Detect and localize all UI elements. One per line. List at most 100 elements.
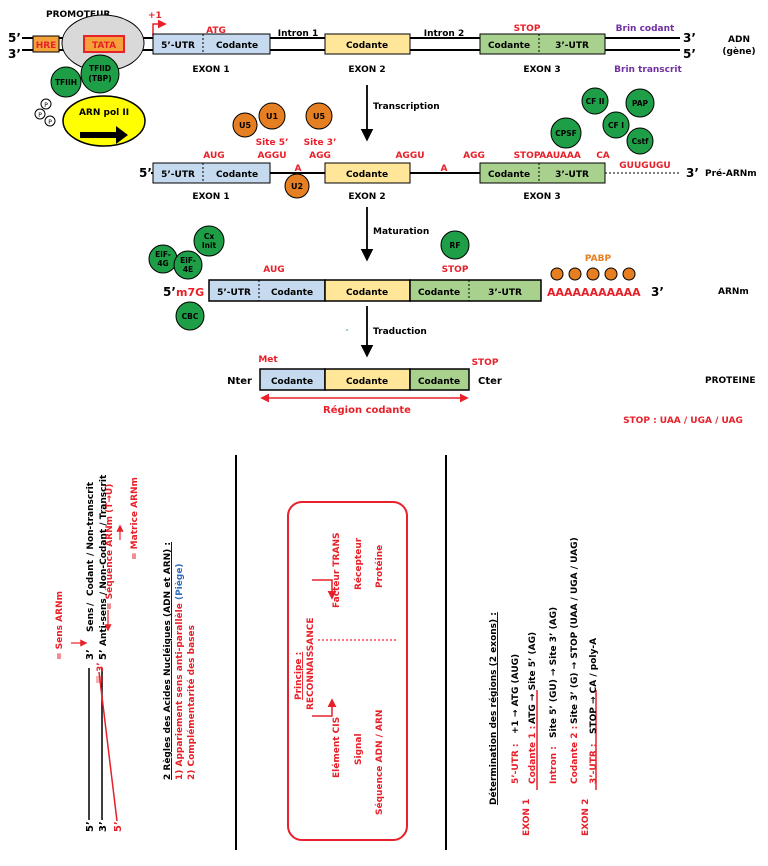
phosphate-1 <box>40 98 52 110</box>
brin-transcrit-label: Brin transcrit <box>614 65 682 75</box>
pre-a1: A <box>295 164 302 174</box>
dna-exon3 <box>479 33 606 55</box>
pre-a2: A <box>441 164 448 174</box>
pre-exon3-codante: Codante <box>488 170 530 180</box>
cstf-circle <box>626 127 654 155</box>
region-codante-label: Région codante <box>323 404 411 416</box>
snrnp-u2-label: U2 <box>291 182 303 191</box>
mrna-three-end: 3’ <box>96 662 106 672</box>
prot-part2-label: Codante <box>346 377 388 387</box>
sens-label: Sens <box>86 608 96 632</box>
promoteur-label: PROMOTEUR <box>46 10 110 20</box>
r3-key: Intron : <box>549 746 559 784</box>
mrna-exon3 <box>409 279 542 302</box>
r2-key: Codante 1 : <box>528 726 538 784</box>
tbp-label: (TBP) <box>88 74 111 83</box>
dna-exon1 <box>152 33 271 55</box>
pre-exon3-label: EXON 3 <box>523 192 560 202</box>
cbc-label: CBC <box>182 312 199 321</box>
snrnp-u1-label: U1 <box>266 112 278 121</box>
prot-part3 <box>409 368 470 391</box>
pre-aauaaa: AAUAAA <box>539 151 581 161</box>
pre-guugugu: GUUGUGU <box>619 161 670 171</box>
snrnp-u5b-circle <box>305 102 333 130</box>
tata-label: TATA <box>92 41 116 51</box>
mrna-aug: AUG <box>263 265 284 275</box>
panel-recognition: Principe : RECONNAISSANCE Facteur TRANS … <box>287 501 408 841</box>
phosphate-2 <box>34 108 46 120</box>
matrice-note: = Matrice ARNm <box>130 477 140 560</box>
dna-exon3-codante: Codante <box>488 41 530 51</box>
strand-bottom-three: 3’ <box>98 821 109 832</box>
eif4e-label-a: EiF- <box>180 256 196 265</box>
exon2-group-label: EXON 2 <box>581 799 591 836</box>
panel-strands-rules: = Sens ARNm = Séquence ARNm (T→U) = Matr… <box>55 474 197 832</box>
dna-exon1-codante: Codante <box>216 41 258 51</box>
proteine-label: PROTEINE <box>705 376 756 386</box>
protein-section: Met STOP Nter Codante Codante Codante Ct… <box>227 355 755 426</box>
phosphate-3-label: P <box>48 119 52 126</box>
dna-five-top: 5’ <box>8 31 21 45</box>
dna-exon1-utr: 5’-UTR <box>161 41 195 51</box>
r1-value: +1 → ATG (AUG) <box>511 654 521 734</box>
pre-exon2-label: EXON 2 <box>348 192 385 202</box>
hre-label: HRE <box>36 41 57 51</box>
traduction-label: Traduction <box>373 327 427 337</box>
mrna-three: 3’ <box>651 285 664 299</box>
recepteur-label: Récepteur <box>353 537 364 590</box>
eif4g-label-a: EiF- <box>155 250 171 259</box>
pre-exon3 <box>479 162 606 184</box>
transcription-label: Transcription <box>373 102 440 112</box>
dna-exon3-utr: 3’-UTR <box>555 41 589 51</box>
reco-arrow-down-icon <box>312 698 337 717</box>
dna-stop-label: STOP <box>514 24 541 34</box>
dna-five-bottom: 5’ <box>683 47 696 61</box>
r4-key: Codante 2 : <box>570 726 580 784</box>
met-label: Met <box>258 355 278 365</box>
pabp-4 <box>604 267 618 281</box>
pol-direction-arrow-icon <box>80 126 128 144</box>
pre-aggu1: AGGU <box>257 151 286 161</box>
cx-label: Cx <box>204 232 215 241</box>
maturation-label: Maturation <box>373 227 429 237</box>
mrna-exon1-codante: Codante <box>271 288 313 298</box>
strand-top-five: 5’ <box>85 821 96 832</box>
arn-pol-ii <box>62 95 146 147</box>
m7g-cap: m7G <box>176 286 204 299</box>
phosphate-2-label: P <box>38 112 42 119</box>
pre-five: 5’ <box>139 166 152 180</box>
panel-regions: Détermination des régions (2 exons) : EX… <box>488 537 599 836</box>
pre-agg1: AGG <box>309 151 331 161</box>
dna-section: 5’ 3’ 3’ 5’ PROMOTEUR HRE TATA TFIIH TFI… <box>8 10 756 147</box>
mrna-five-end: 5’ <box>113 821 124 832</box>
pre-ca: CA <box>596 151 610 161</box>
pre-aug: AUG <box>203 151 224 161</box>
exon1-group-label: EXON 1 <box>522 799 532 836</box>
eif4g-label-b: 4G <box>157 259 168 268</box>
tss-arrow-icon <box>152 19 167 36</box>
r1-key: 5’-UTR : <box>511 743 521 784</box>
regions-title: Détermination des régions (2 exons) : <box>488 612 499 805</box>
regle1-label: 1) Appariement sens anti-parallèle (Pièg… <box>174 563 185 780</box>
pabp-label: PABP <box>585 254 612 264</box>
cfi-label: CF I <box>608 121 624 130</box>
pre-exon1-utr: 5’-UTR <box>161 170 195 180</box>
element-cis-label: Elément CIS <box>331 717 342 778</box>
mrna-highlight <box>96 676 103 683</box>
signal-label: Signal <box>354 733 364 765</box>
arn-pol-label: ARN pol II <box>79 108 129 118</box>
tfiih-label: TFIIH <box>55 78 77 87</box>
pre-agg2: AGG <box>463 151 485 161</box>
cfi-circle <box>602 111 630 139</box>
dna-three-bottom: 3’ <box>8 47 21 61</box>
brin-codant-label: Brin codant <box>616 24 675 34</box>
mrna-stop: STOP <box>442 265 469 275</box>
mrna-five: 5’ <box>163 285 176 299</box>
eif4e-label-b: 4E <box>183 265 193 274</box>
strand-top-three: 3’ <box>85 649 96 660</box>
adn-label: ADN <box>728 35 750 45</box>
snrnp-u5b-label: U5 <box>313 112 325 121</box>
eif4e-circle <box>173 250 203 280</box>
tfiid-label: TFIID <box>89 64 111 73</box>
